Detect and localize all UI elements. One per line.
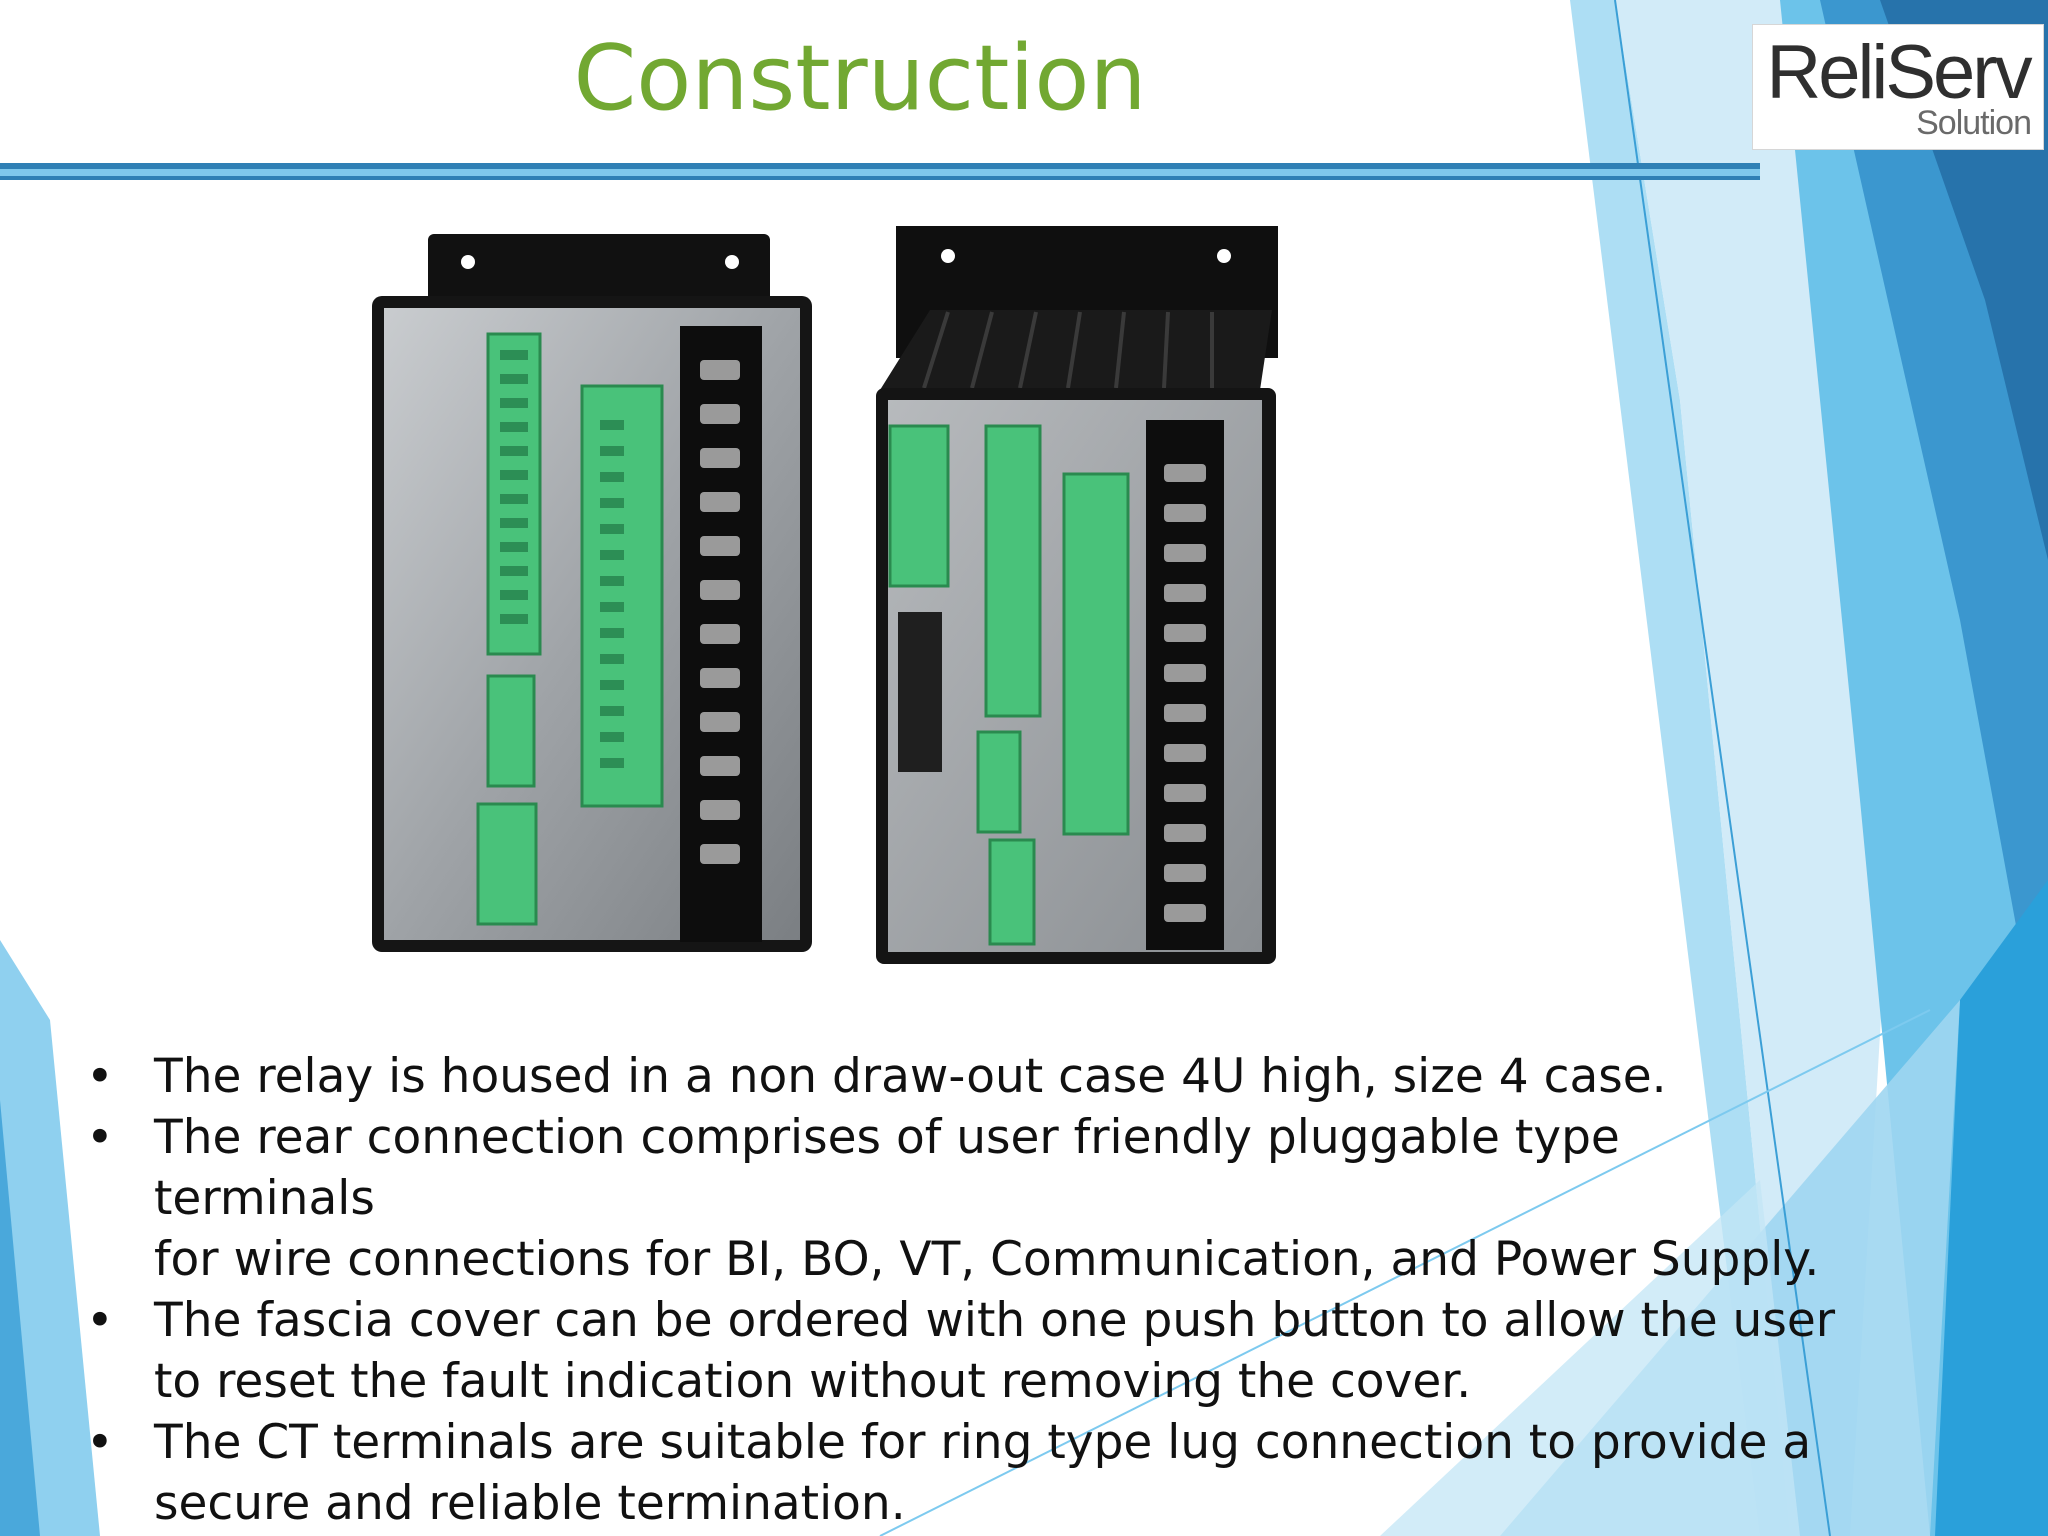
bullet-icon: •: [86, 1049, 114, 1104]
slide-title: Construction: [573, 26, 1147, 131]
bullet-line: The fascia cover can be ordered with one…: [154, 1293, 1836, 1348]
relay-rear-terminals-photo: [372, 226, 1278, 964]
bullet-icon: •: [86, 1110, 114, 1165]
bullet-line: secure and reliable termination.: [154, 1476, 906, 1531]
bullet-line: The CT terminals are suitable for ring t…: [154, 1415, 1812, 1470]
logo-wordmark: ReliServ: [1766, 30, 2032, 115]
bullet-item: • The relay is housed in a non draw-out …: [86, 1046, 1846, 1107]
bullet-icon: •: [86, 1293, 114, 1348]
title-divider: [0, 163, 1760, 181]
company-logo: ReliServ Solution: [1752, 24, 2044, 150]
bullet-item: • The rear connection comprises of user …: [86, 1107, 1846, 1290]
bullet-line: The rear connection comprises of user fr…: [154, 1110, 1620, 1226]
logo-tagline: Solution: [1916, 104, 2032, 142]
bullet-line: to reset the fault indication without re…: [154, 1354, 1472, 1409]
bullet-item: • The fascia cover can be ordered with o…: [86, 1290, 1846, 1412]
bullet-line: for wire connections for BI, BO, VT, Com…: [154, 1232, 1820, 1287]
bullet-list: • The relay is housed in a non draw-out …: [86, 1046, 1846, 1534]
bullet-line: The relay is housed in a non draw-out ca…: [154, 1049, 1667, 1104]
bullet-item: • The CT terminals are suitable for ring…: [86, 1412, 1846, 1534]
bullet-icon: •: [86, 1415, 114, 1470]
